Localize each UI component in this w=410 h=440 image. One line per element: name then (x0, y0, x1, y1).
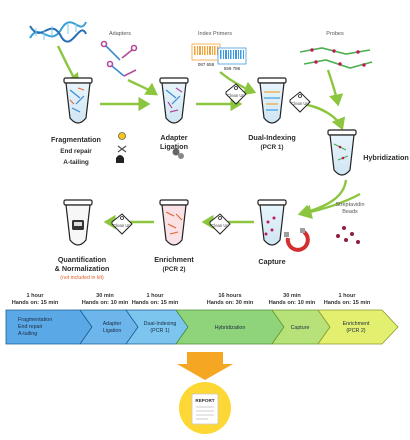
probes-label: Probes (326, 31, 344, 37)
hands-3: Hands on: 15 min (132, 300, 179, 306)
tube-hybridization (327, 129, 357, 176)
cleanup-tag-1: Clean Up (225, 83, 247, 105)
time-2: 30 min (96, 293, 114, 299)
cleanup-tag-2-label: Clean Up (291, 101, 309, 106)
adapters-icon (100, 40, 138, 77)
hands-4: Hands on: 30 min (207, 300, 254, 306)
band-segment-6 (317, 309, 399, 345)
ligase-icon (172, 148, 184, 159)
tube-enrichment (159, 199, 189, 246)
barcode-blue-number: 559 786 (224, 66, 241, 71)
hands-2: Hands on: 10 min (82, 300, 129, 306)
band-2-line-1: Adapter (103, 321, 122, 327)
step-dual-indexing: Dual-Indexing (248, 133, 296, 142)
beads-label: Beads (342, 209, 358, 215)
band-1-line-2: End repair (18, 324, 43, 330)
workflow-arrows (56, 45, 361, 230)
time-4: 16 hours (218, 293, 241, 299)
band-3-line-2: (PCR 1) (150, 328, 169, 334)
barcode-blue-icon: 559 786 (217, 47, 247, 71)
step-fragmentation: Fragmentation (51, 135, 101, 144)
timeline: 1 hour Hands on: 15 min 30 min Hands on:… (5, 293, 399, 345)
band-1-line-3: A-tailing (18, 331, 37, 337)
cleanup-tag-1-label: Clean Up (227, 93, 245, 98)
hands-6: Hands on: 15 min (324, 300, 371, 306)
report-icon: REPORT (179, 382, 231, 434)
step-capture: Capture (258, 257, 285, 266)
cleanup-tag-4: Clean Up (111, 213, 133, 235)
band-1-line-1: Fragmentation (18, 317, 52, 323)
band-4-line-1: Hybridization (215, 325, 246, 331)
down-arrow-icon (177, 352, 233, 380)
band-6-line-2: (PCR 2) (346, 328, 365, 334)
tube-fragmentation (63, 77, 93, 124)
barcode-orange-number: 087 658 (198, 62, 215, 67)
band-2-line-2: Ligation (103, 328, 122, 334)
enzyme-icon (116, 132, 127, 163)
cleanup-tag-3: Clean Up (209, 213, 231, 235)
cleanup-tag-4-label: Clean Up (113, 223, 131, 228)
step-hybridization: Hybridization (363, 153, 409, 162)
step-normalization: & Normalization (55, 264, 110, 273)
not-included-note: (not included in kit) (60, 275, 104, 281)
probes-icon (299, 47, 373, 69)
step-quantification: Quantification (58, 255, 106, 264)
barcode-orange-icon: 087 658 (191, 43, 221, 67)
band-6-line-1: Enrichment (343, 321, 370, 327)
cleanup-tag-3-label: Clean Up (211, 223, 229, 228)
step-pcr1: (PCR 1) (260, 144, 283, 151)
cleanup-tag-2: Clean Up (289, 91, 311, 113)
magnet-icon (284, 228, 310, 252)
tube-capture (257, 199, 287, 246)
band-3-line-1: Dual-Indexing (144, 321, 177, 327)
time-3: 1 hour (146, 293, 164, 299)
tube-adapter-ligation (159, 77, 189, 124)
tube-dual-indexing (257, 77, 287, 124)
time-5: 30 min (283, 293, 301, 299)
step-enrichment: Enrichment (154, 255, 194, 264)
band-5-line-1: Capture (291, 325, 310, 331)
step-pcr2: (PCR 2) (162, 266, 185, 273)
time-6: 1 hour (338, 293, 356, 299)
tube-quantification (63, 199, 93, 246)
dna-helix-icon (29, 21, 87, 43)
report-label: REPORT (195, 398, 214, 403)
adapters-label: Adapters (109, 31, 131, 37)
streptavidin-beads-icon (336, 226, 360, 244)
step-ligation: Ligation (160, 142, 188, 151)
step-adapter: Adapter (160, 133, 187, 142)
step-end-repair: End repair (60, 148, 92, 155)
hands-1: Hands on: 15 min (12, 300, 59, 306)
timeline-band (5, 309, 399, 345)
step-a-tailing: A-tailing (63, 159, 89, 166)
streptavidin-label: Streptavidin (335, 202, 364, 208)
timeline-labels: Fragmentation End repair A-tailing Adapt… (18, 317, 370, 337)
index-primers-label: Index Primers (198, 31, 232, 37)
hands-5: Hands on: 10 min (269, 300, 316, 306)
time-1: 1 hour (26, 293, 44, 299)
timeline-times: 1 hour Hands on: 15 min 30 min Hands on:… (12, 293, 371, 306)
